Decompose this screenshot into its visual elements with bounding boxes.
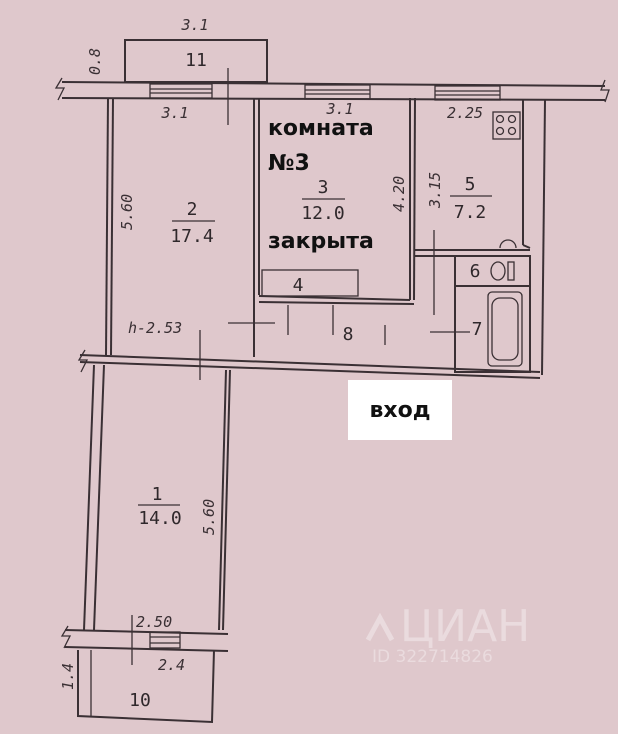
window: [149, 631, 181, 649]
room-7-number: 7: [472, 319, 483, 340]
dim-room3-length: 4.20: [390, 176, 408, 212]
entrance-label: вход: [348, 380, 452, 440]
room-3-area: 12.0: [301, 203, 344, 224]
room-1-walls: [83, 364, 231, 631]
balcony-10: [77, 649, 215, 724]
ceiling-height: h-2.53: [128, 319, 182, 337]
room-1-area: 14.0: [138, 508, 181, 529]
room-11-number: 11: [185, 50, 207, 71]
room-2-walls: [105, 97, 260, 357]
dim-kitchen-width: 2.25: [447, 104, 483, 122]
dim-room1-length: 5.60: [200, 499, 218, 535]
corridor-8: [228, 230, 470, 345]
stove-icon: [492, 111, 521, 140]
bathtub-icon: [487, 291, 523, 367]
room-3-walls: [258, 97, 416, 305]
room3-label-room: комната: [268, 116, 374, 141]
dim-balcony10-width: 2.4: [158, 656, 185, 674]
window: [304, 84, 371, 100]
room-5-number: 5: [465, 174, 476, 195]
toilet-icon: [490, 261, 506, 281]
dim-room2-width: 3.1: [160, 104, 188, 122]
room-1-number: 1: [152, 484, 163, 505]
dim-kitchen-length: 3.15: [426, 172, 444, 209]
dim-room2-length: 5.60: [118, 194, 136, 230]
dim-room1-window: 2.50: [136, 613, 172, 631]
room-10-number: 10: [129, 690, 151, 711]
watermark-brand: ЦИАН: [400, 601, 530, 652]
middle-wall: [77, 330, 541, 380]
sink-icon: [499, 239, 517, 249]
room-5-area: 7.2: [454, 202, 487, 223]
dim-balcony10-depth: 1.4: [59, 663, 77, 690]
bathroom-walls: [454, 255, 531, 373]
dim-balcony11-depth: 0.8: [86, 48, 104, 75]
room-4-number: 4: [293, 275, 304, 296]
room3-label-number: №3: [268, 151, 310, 176]
top-exterior-wall: [54, 68, 610, 125]
room3-label-closed: закрыта: [268, 229, 374, 254]
bottom-exterior-wall: [60, 615, 229, 665]
window: [434, 85, 501, 101]
room-8-number: 8: [343, 324, 354, 345]
room-2-area: 17.4: [170, 226, 213, 247]
dim-room3-width: 3.1: [325, 100, 353, 118]
window: [149, 83, 213, 99]
room-6-number: 6: [470, 261, 481, 282]
closet-4: [261, 269, 359, 297]
cian-watermark: ЦИАН ID 322714826: [365, 601, 530, 667]
watermark-id: ID 322714826: [372, 647, 493, 667]
room-3-number: 3: [318, 177, 329, 198]
dim-balcony11-top: 3.1: [180, 16, 208, 34]
room-2-number: 2: [187, 199, 198, 220]
